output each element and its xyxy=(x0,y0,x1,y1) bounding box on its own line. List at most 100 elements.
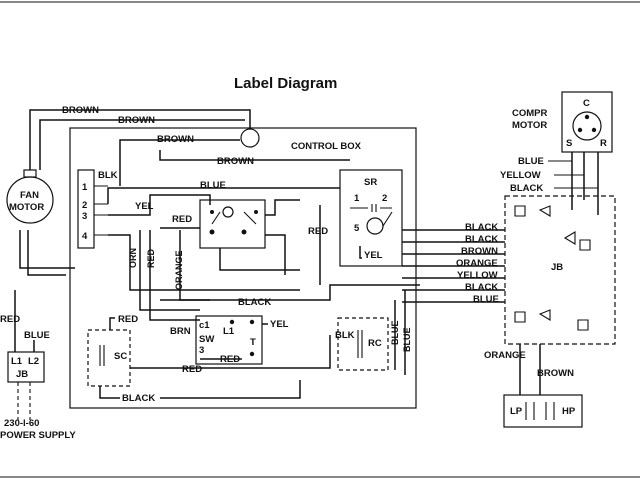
capacitor-relay-contacts xyxy=(211,211,257,225)
compressor-terminal-plate xyxy=(572,111,602,141)
wire-label-blue-left: BLUE xyxy=(24,330,50,341)
wire-label-black-compr: BLACK xyxy=(510,183,543,194)
compr-motor-label-2: MOTOR xyxy=(512,120,547,131)
start-relay-t5: 5 xyxy=(354,223,360,234)
wire-label-brown-4: BROWN xyxy=(217,156,254,167)
contactor-c1: c1 xyxy=(199,320,210,331)
start-relay-t2: 2 xyxy=(382,193,387,204)
wire-brown-2 xyxy=(39,119,245,170)
fan-motor-label-1: FAN xyxy=(20,190,39,201)
wire-cap-right xyxy=(265,199,300,216)
wire-brown-4 xyxy=(159,150,350,161)
wire-orn xyxy=(139,230,200,311)
wire-orange-brown-lp-hp xyxy=(519,344,541,395)
wire-label-orange-v: ORANGE xyxy=(174,250,184,290)
wire-label-red-cap: RED xyxy=(172,214,192,225)
contactor-sw: SW xyxy=(199,334,214,345)
wire-power-leads xyxy=(14,290,35,352)
wire-label-red-left: RED xyxy=(0,314,20,325)
wire-black-center xyxy=(160,284,420,301)
bus-label-orange: ORANGE xyxy=(456,258,498,269)
left-jb-l1: L1 xyxy=(11,356,23,367)
contactor-box xyxy=(195,315,263,365)
power-supply-label: POWER SUPPLY xyxy=(0,430,76,441)
capacitor-relay xyxy=(199,199,266,249)
bus-label-black-2: BLACK xyxy=(465,234,498,245)
wire-fan-common xyxy=(108,234,300,291)
contactor-t: T xyxy=(250,337,256,348)
start-capacitor-box xyxy=(87,329,131,387)
start-capacitor-label: SC xyxy=(114,351,127,362)
wire-fan-blue xyxy=(27,230,66,276)
capacitor-relay-pivot xyxy=(222,206,234,218)
wire-red-sc xyxy=(109,317,115,330)
fan-terminal-leads xyxy=(94,185,108,236)
contactor-3: 3 xyxy=(199,345,204,356)
bus-label-yellow: YELLOW xyxy=(457,270,498,281)
power-supply-leads xyxy=(17,382,31,420)
left-jb-box xyxy=(7,351,45,383)
wire-cap-down xyxy=(219,248,300,271)
wire-label-brown-hp: BROWN xyxy=(537,368,574,379)
right-jb-label: JB xyxy=(551,262,563,273)
start-relay-t1: 1 xyxy=(354,193,360,204)
start-relay: SR 1 2 5 xyxy=(339,169,403,267)
fan-terminal-3: 3 xyxy=(82,211,87,222)
wire-label-blk-rc: BLK xyxy=(335,330,355,341)
start-relay-label: SR xyxy=(364,177,377,188)
wire-label-red-v: RED xyxy=(146,248,156,268)
diagram-title: Label Diagram xyxy=(234,75,337,92)
capacitor-relay-box xyxy=(199,199,266,249)
compressor-box xyxy=(561,91,613,153)
wire-black-sc xyxy=(99,386,120,399)
wire-compressor-leads xyxy=(571,152,599,215)
start-relay-box xyxy=(339,169,403,267)
wire-blue-rc xyxy=(394,290,406,375)
compressor-c: C xyxy=(583,98,590,109)
start-capacitor-plates xyxy=(99,345,105,366)
wire-compr-label-leaders xyxy=(548,160,598,189)
fan-terminal-strip xyxy=(77,169,95,249)
fan-motor: FAN MOTOR xyxy=(6,169,54,224)
pressure-switches: LP HP xyxy=(503,394,583,428)
wire-black-bottom xyxy=(160,380,301,399)
wire-red-v xyxy=(149,230,200,321)
compressor-s: S xyxy=(566,138,572,149)
fan-terminal-1: 1 xyxy=(82,182,88,193)
wire-label-brown-2: BROWN xyxy=(118,115,155,126)
wire-blue-fan xyxy=(107,187,340,204)
wire-yel-sr xyxy=(359,246,362,259)
compressor-motor: C S R xyxy=(561,91,613,153)
wire-brown-3 xyxy=(119,139,240,186)
wire-label-yel-sr: YEL xyxy=(364,250,383,261)
fan-terminal-2: 2 xyxy=(82,200,87,211)
left-jb-l2: L2 xyxy=(28,356,39,367)
wire-label-yel-fan: YEL xyxy=(135,201,154,212)
wire-label-blue-fan: BLUE xyxy=(200,180,226,191)
fan-terminal-4: 4 xyxy=(82,231,88,242)
bus-label-brown: BROWN xyxy=(461,246,498,257)
wire-fan-red xyxy=(19,230,75,269)
wire-red-bottom xyxy=(130,335,331,369)
pressure-switch-contacts xyxy=(525,402,555,420)
compr-motor-label-1: COMPR xyxy=(512,108,548,119)
control-box-grommet xyxy=(240,128,260,148)
compressor-r: R xyxy=(600,138,607,149)
wire-cap-lower xyxy=(265,234,286,275)
wire-label-red-sw: RED xyxy=(220,354,240,365)
wire-label-black-center: BLACK xyxy=(238,297,271,308)
wire-label-yellow-compr: YELLOW xyxy=(500,170,541,181)
power-supply-rating: 230-l-60 xyxy=(4,418,39,429)
bus-label-black-3: BLACK xyxy=(465,282,498,293)
left-jb-label: JB xyxy=(16,369,28,380)
bus-label-black-1: BLACK xyxy=(465,222,498,233)
wire-label-red-right: RED xyxy=(308,226,328,237)
contactor-l1: L1 xyxy=(223,326,235,337)
start-relay-coil-lead xyxy=(382,211,393,227)
contactor: c1 L1 SW 3 T xyxy=(195,315,263,365)
run-capacitor-plates xyxy=(357,330,363,358)
pressure-switch-box xyxy=(503,394,583,428)
low-pressure-label: LP xyxy=(510,406,523,417)
run-capacitor-label: RC xyxy=(368,338,382,349)
